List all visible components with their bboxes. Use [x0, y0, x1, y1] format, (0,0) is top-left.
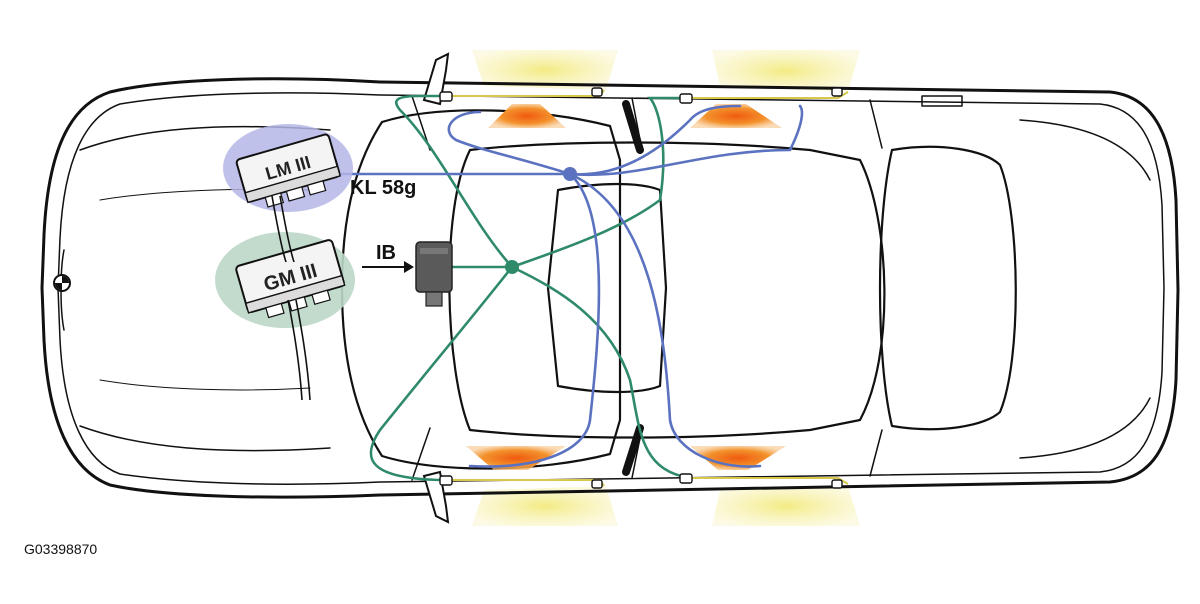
trunk-line-top: [1019, 119, 1151, 181]
pillar-top: [622, 100, 644, 154]
module-harness: [271, 195, 311, 401]
green-bus-wiring: [369, 94, 692, 482]
car-outer-outline: [40, 77, 1180, 499]
footwell-light-rear-left: [690, 104, 782, 128]
ib-arrow: [362, 261, 414, 273]
figure-id: G03398870: [24, 541, 98, 557]
ib-sensor: [415, 241, 453, 307]
blue-to-front-right-footwell: [468, 172, 601, 468]
door-lights: [472, 50, 860, 526]
blue-bus-junction: [563, 167, 577, 181]
green-to-rear-right: [510, 265, 692, 480]
cabin-roof: [448, 141, 886, 439]
door-handle-rear: [921, 95, 963, 107]
gm-module: GM III: [235, 239, 346, 319]
bmw-logo-icon: [53, 274, 71, 292]
door-light-front-right: [472, 486, 618, 526]
sunroof: [546, 182, 668, 394]
pillar-bottom: [622, 424, 644, 476]
door-light-front-left: [472, 50, 618, 90]
door-light-rear-right: [712, 486, 860, 526]
hood-crease-2: [99, 379, 311, 391]
car-inner-outline: [57, 92, 1165, 485]
ib-label: IB: [376, 242, 396, 264]
windshield: [340, 109, 622, 470]
footwell-light-front-left: [488, 104, 566, 128]
green-to-rear-left: [510, 96, 692, 269]
green-to-front-right: [369, 265, 514, 482]
blue-to-rear-far: [568, 104, 804, 177]
blue-to-front-left-footwell: [447, 110, 572, 176]
door-seam-bottom-1: [411, 427, 431, 481]
footwell-lights: [466, 104, 786, 470]
footwell-light-front-right: [466, 446, 566, 470]
blue-to-rear-left-footwell: [568, 104, 742, 176]
lm-module: LM III: [235, 133, 342, 208]
door-light-rear-left: [712, 50, 860, 92]
green-to-front-left: [395, 94, 514, 269]
footwell-light-rear-right: [690, 446, 786, 470]
blue-bus-wiring: [316, 104, 804, 468]
door-seam-top-3: [869, 99, 883, 149]
car-body: [40, 77, 1180, 499]
trunk-line-bottom: [1019, 397, 1151, 459]
rear-window: [878, 145, 1017, 431]
door-seam-bottom-3: [869, 429, 883, 477]
hood-line-bottom: [79, 425, 331, 452]
blue-to-rear-right-footwell: [568, 172, 762, 468]
door-connectors: [439, 87, 843, 489]
green-bus-junction: [505, 260, 519, 274]
kl58g-label: KL 58g: [350, 177, 416, 199]
